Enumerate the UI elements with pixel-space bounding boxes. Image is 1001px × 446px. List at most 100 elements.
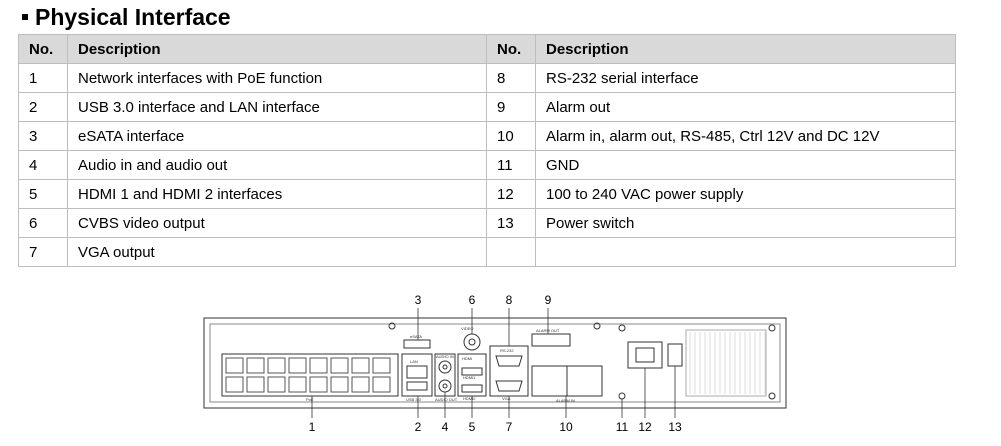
rj45-port [351, 376, 370, 393]
table-cell: Alarm out [535, 92, 956, 122]
table-row: 2 USB 3.0 interface and LAN interface 9 … [18, 92, 956, 122]
device-chassis [203, 317, 787, 409]
table-cell: 7 [18, 237, 68, 267]
table-cell: 3 [18, 121, 68, 151]
callout-number: 10 [559, 420, 573, 434]
callout-number: 13 [668, 420, 682, 434]
table-cell: 5 [18, 179, 68, 209]
rj45-port [288, 376, 307, 393]
screw-icon [618, 392, 626, 400]
table-header-row: No. Description No. Description [18, 34, 956, 64]
poe-port-block [221, 353, 399, 397]
hdmi1-port [461, 367, 483, 376]
lan-port [406, 365, 428, 379]
table-cell: USB 3.0 interface and LAN interface [67, 92, 487, 122]
callout-number: 11 [616, 420, 629, 434]
panel-label-vga: VGA [502, 396, 511, 401]
table-row: 4 Audio in and audio out 11 GND [18, 150, 956, 180]
rj45-port [246, 376, 265, 393]
panel-label-lan: LAN [410, 359, 418, 364]
table-cell: GND [535, 150, 956, 180]
rj45-port [351, 357, 370, 374]
table-cell: VGA output [67, 237, 487, 267]
panel-label-alarm-in: ALARM IN [556, 398, 575, 403]
callout-number: 7 [506, 420, 513, 434]
table-cell: 2 [18, 92, 68, 122]
section-heading: Physical Interface [22, 2, 231, 32]
panel-label-esata: eSATA [410, 334, 422, 339]
table-cell: HDMI 1 and HDMI 2 interfaces [67, 179, 487, 209]
audio-block [434, 353, 456, 397]
panel-label-poe: PoE [306, 397, 314, 402]
table-row: 6 CVBS video output 13 Power switch [18, 208, 956, 238]
table-row: 7 VGA output [18, 237, 956, 267]
cvbs-bnc-core [468, 338, 476, 346]
power-inlet [627, 341, 663, 369]
lan-usb-block [401, 353, 433, 397]
rj45-port [309, 357, 328, 374]
table-cell: Power switch [535, 208, 956, 238]
panel-label-video: VIDEO [461, 326, 473, 331]
rj45-port [225, 357, 244, 374]
audio-out-jack [438, 379, 452, 393]
callout-number: 1 [309, 420, 316, 434]
rj45-port [372, 357, 391, 374]
screw-icon [593, 322, 601, 330]
rj45-port [267, 376, 286, 393]
table-cell: RS-232 serial interface [535, 63, 956, 93]
screw-icon [618, 324, 626, 332]
table-cell: 8 [486, 63, 536, 93]
panel-label-hdmi1: HDMI1 [463, 375, 476, 380]
bullet-icon [22, 14, 28, 20]
column-header-no: No. [18, 34, 68, 64]
table-row: 5 HDMI 1 and HDMI 2 interfaces 12 100 to… [18, 179, 956, 209]
audio-out-jack-core [442, 383, 448, 389]
rs232-vga-block [489, 345, 529, 397]
rj45-port [288, 357, 307, 374]
column-header-no: No. [486, 34, 536, 64]
column-header-description: Description [535, 34, 956, 64]
rj45-port [330, 357, 349, 374]
power-inlet-socket [635, 347, 655, 363]
interface-table: No. Description No. Description 1 Networ… [18, 34, 956, 267]
audio-in-jack [438, 360, 452, 374]
table-cell: 11 [486, 150, 536, 180]
table-cell: CVBS video output [67, 208, 487, 238]
rj45-port [330, 376, 349, 393]
usb-port [406, 381, 428, 391]
callout-number: 8 [506, 293, 513, 307]
panel-label-audio-in: AUDIO IN [436, 354, 454, 359]
panel-label-rs232: RS-232 [500, 348, 514, 353]
vga-port [495, 380, 523, 392]
panel-label-usb: USB 3.0 [406, 397, 422, 402]
section-title: Physical Interface [35, 3, 231, 30]
table-cell: 1 [18, 63, 68, 93]
table-cell [486, 237, 536, 267]
callout-number: 9 [545, 293, 552, 307]
screw-icon [388, 322, 396, 330]
table-row: 1 Network interfaces with PoE function 8… [18, 63, 956, 93]
table-cell [535, 237, 956, 267]
rj45-port [267, 357, 286, 374]
table-cell: eSATA interface [67, 121, 487, 151]
device-inner-frame [209, 323, 781, 403]
table-cell: 12 [486, 179, 536, 209]
panel-label-hdmi: HDMI [462, 356, 472, 361]
callout-number: 12 [638, 420, 652, 434]
esata-port [403, 339, 431, 349]
vent-grille [685, 329, 767, 397]
hdmi2-port [461, 384, 483, 393]
table-cell: 4 [18, 150, 68, 180]
rj45-port [309, 376, 328, 393]
panel-label-hdmi2: HDMI2 [463, 396, 476, 401]
screw-icon [768, 324, 776, 332]
table-cell: 10 [486, 121, 536, 151]
rs232-port [495, 355, 523, 367]
callout-number: 2 [415, 420, 422, 434]
screw-icon [768, 392, 776, 400]
table-cell: 100 to 240 VAC power supply [535, 179, 956, 209]
table-cell: 9 [486, 92, 536, 122]
panel-label-audio-out: AUDIO OUT [435, 397, 458, 402]
cvbs-bnc-connector [463, 333, 481, 351]
rj45-port [372, 376, 391, 393]
